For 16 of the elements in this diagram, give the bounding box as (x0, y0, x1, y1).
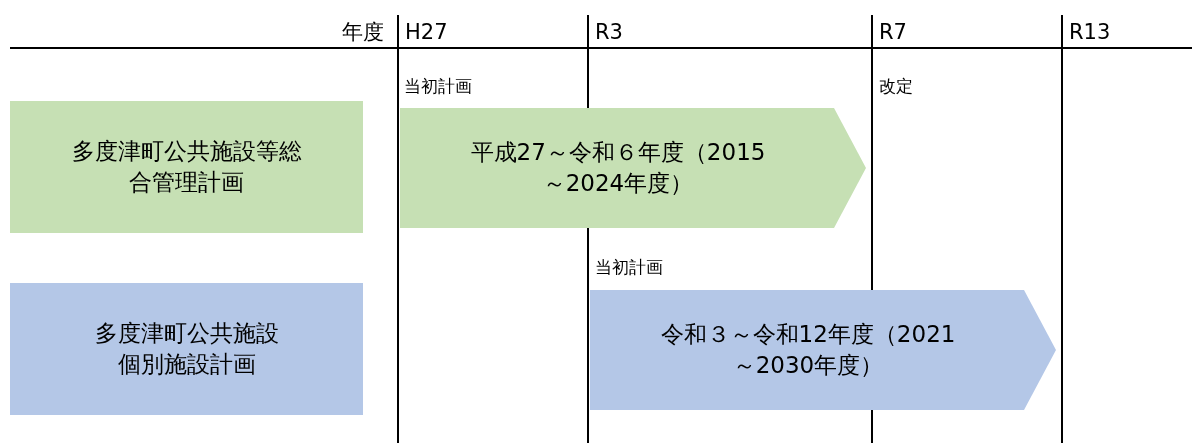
plan-name-box (10, 283, 363, 415)
plan-note: 当初計画 (404, 78, 472, 95)
period-text: 平成27～令和６年度（2015～2024年度） (469, 137, 767, 198)
period-text: 令和３～令和12年度（2021～2030年度） (659, 319, 957, 380)
plan-note: 当初計画 (595, 259, 663, 276)
period-arrow (590, 290, 1056, 410)
year-label: H27 (405, 22, 448, 43)
plan-note: 改定 (879, 78, 913, 95)
year-label: R3 (595, 22, 623, 43)
plan-name: 多度津町公共施設個別施設計画 (93, 318, 280, 379)
year-label: 年度 (342, 22, 384, 43)
plan-name: 多度津町公共施設等総合管理計画 (71, 136, 302, 197)
plan-name-box (10, 101, 363, 233)
year-label: R7 (879, 22, 907, 43)
year-label: R13 (1069, 22, 1111, 43)
period-arrow (400, 108, 866, 228)
